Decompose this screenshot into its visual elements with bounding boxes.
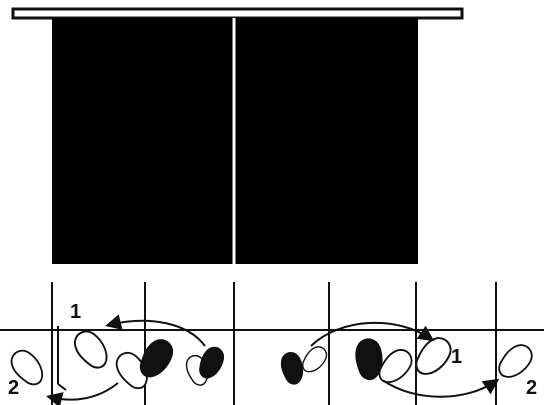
ping-pong-table xyxy=(13,9,462,264)
right-footwork-group: 1 2 xyxy=(278,323,537,399)
outline-footprint xyxy=(299,343,330,377)
movement-arrow xyxy=(384,381,496,397)
step-label: 2 xyxy=(8,377,19,399)
outline-footprint xyxy=(69,326,114,372)
left-footwork-group: 1 2 xyxy=(6,301,226,400)
step-label: 2 xyxy=(526,377,537,399)
outline-footprint xyxy=(411,332,456,380)
table-edge xyxy=(13,9,462,18)
step-label: 1 xyxy=(70,301,81,323)
filled-footprint xyxy=(278,350,307,386)
step-label: 1 xyxy=(451,346,462,368)
movement-guide-line xyxy=(58,384,66,390)
